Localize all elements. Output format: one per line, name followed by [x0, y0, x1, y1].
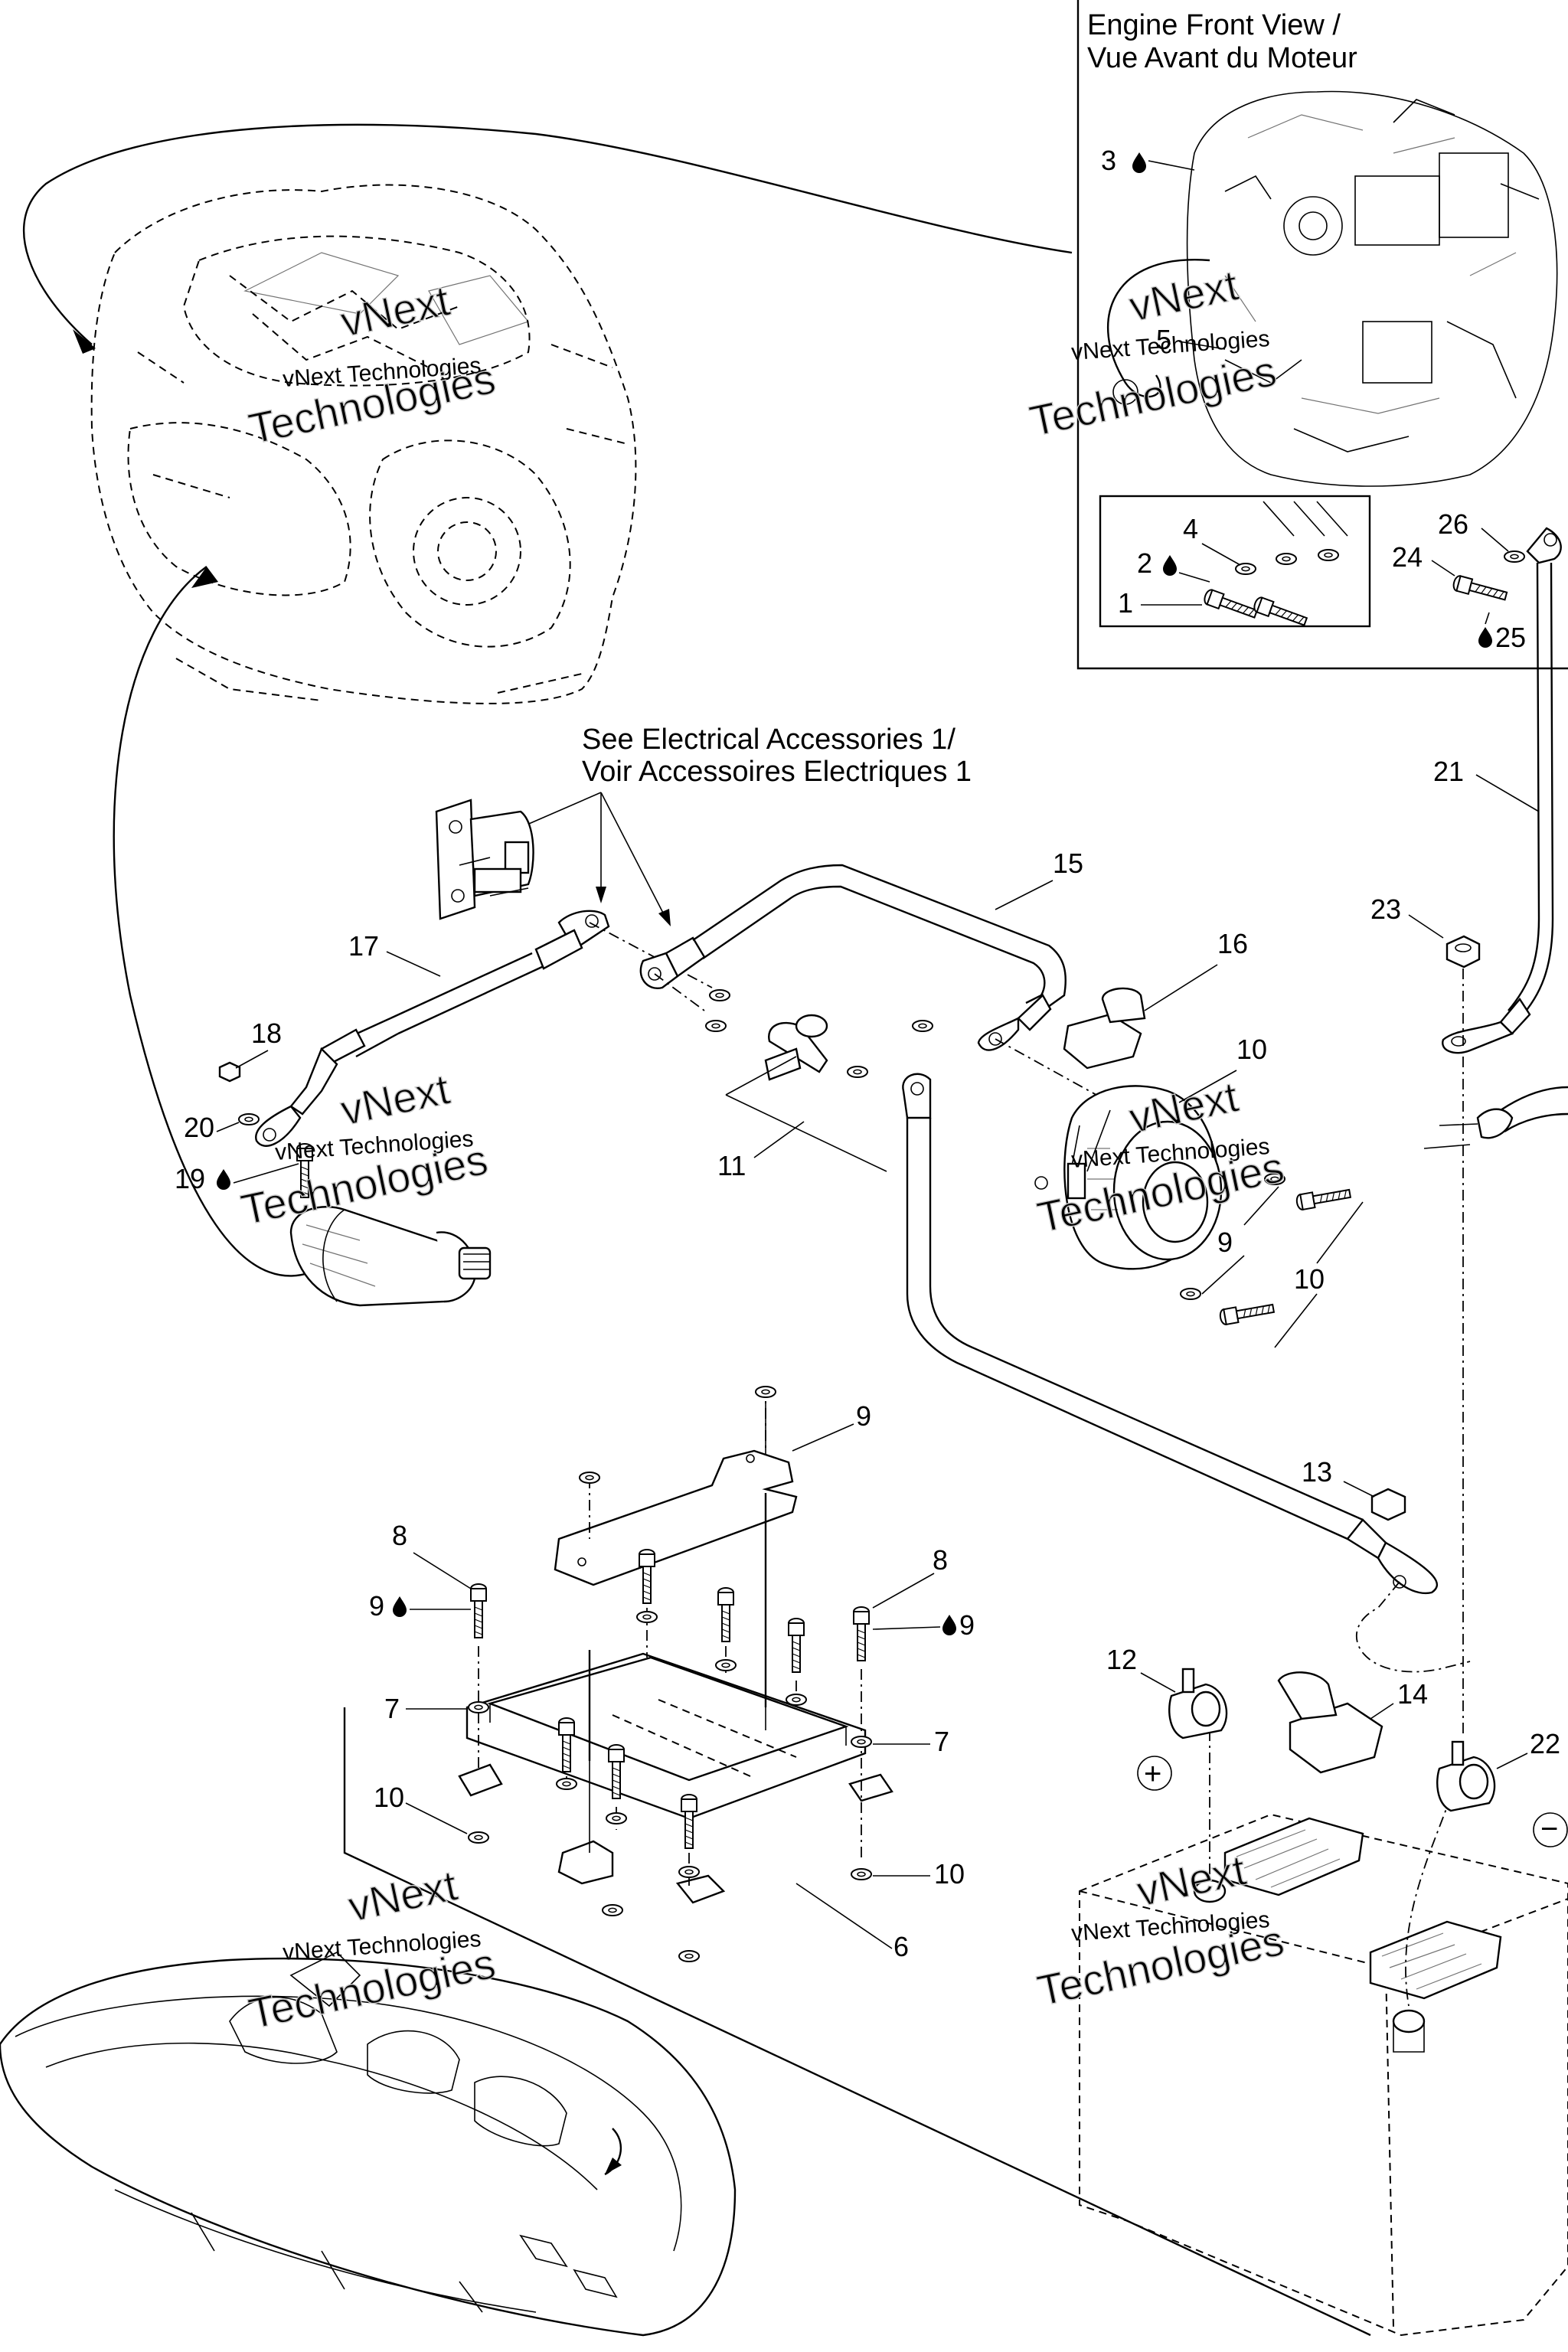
callout-5: 5: [1156, 324, 1171, 355]
negative-cable-25: 21 23: [1370, 527, 1568, 1738]
inset-title-line1: Engine Front View /: [1087, 9, 1341, 41]
positive-cable-17: 13: [902, 1073, 1439, 1595]
callout-21: 17: [348, 930, 379, 962]
callout-24: 20: [184, 1112, 214, 1143]
callout-19: 15: [1053, 848, 1083, 879]
callout-14: 10: [1294, 1263, 1325, 1295]
watermark-outline-1a: vNext: [336, 276, 454, 345]
terminal-boot-20: 16: [1063, 928, 1248, 1070]
callout-13: 10: [1236, 1034, 1267, 1065]
battery-tray-6: 6: [458, 1401, 909, 1962]
callout-9b: 9: [959, 1609, 975, 1641]
callout-26: 22: [1530, 1728, 1560, 1759]
note-line1: See Electrical Accessories 1/: [582, 724, 956, 756]
boat-reference-line: [343, 1707, 1371, 2337]
callout-23: 19: [175, 1163, 205, 1194]
callout-18: 14: [1397, 1678, 1428, 1710]
watermark-outline-5a: vNext: [344, 1860, 462, 1930]
callout-7b: 7: [934, 1726, 949, 1757]
watermark-outline-2: Technologies: [1025, 346, 1280, 446]
callout-29: 25: [1495, 622, 1526, 653]
note-line2: Voir Accessoires Electriques 1: [582, 756, 972, 788]
callout-9a: 9: [369, 1590, 384, 1622]
watermark-outline-6a: vNext: [1132, 1845, 1250, 1915]
callout-11: 9: [856, 1400, 871, 1432]
starter-reference-curve: [113, 566, 330, 1277]
terminal-boot-18: 14: [1277, 1671, 1428, 1774]
ring-terminal-15: 11: [717, 1014, 887, 1181]
callout-4: 4: [1183, 513, 1198, 544]
callout-8b: 8: [933, 1544, 948, 1576]
callout-15: 11: [717, 1150, 746, 1181]
tray-bolts: [468, 1493, 872, 1962]
callout-10a: 10: [374, 1782, 404, 1813]
starter-hardware: 18 20 19: [175, 1018, 313, 1198]
bracket-11: 9: [554, 1400, 871, 1586]
callout-30: 26: [1438, 508, 1468, 540]
negative-terminal-sign: −: [1540, 1812, 1558, 1846]
engine-front-view-inset: Engine Front View / Vue Avant du Moteur …: [1076, 0, 1568, 670]
watermark-outline-4a: vNext: [1125, 1072, 1243, 1142]
engine-illustration: [90, 184, 637, 704]
callout-20: 16: [1217, 928, 1248, 959]
solenoid: [435, 799, 534, 920]
terminal-clamp-16: 12: [1106, 1644, 1228, 1740]
battery: + −: [1079, 1756, 1568, 2337]
breaker-hardware: 9 10: [1180, 1173, 1364, 1348]
watermark: vNext Technologies Technologies vNext vN…: [237, 260, 1289, 2039]
cable-21: 17: [255, 910, 610, 1147]
cable-19: 15: [639, 848, 1083, 1051]
inset-title-line2: Vue Avant du Moteur: [1087, 42, 1357, 74]
mounting-detail-box: [1099, 495, 1371, 628]
callout-8a: 8: [392, 1520, 407, 1551]
callout-28: 24: [1392, 541, 1423, 573]
callout-27: 23: [1370, 893, 1401, 925]
callout-3: 3: [1101, 145, 1116, 176]
callout-7a: 7: [384, 1693, 400, 1724]
positive-terminal-sign: +: [1144, 1757, 1161, 1791]
starter-motor: [289, 1206, 492, 1307]
engine-reference-curve: [23, 123, 1073, 345]
boat-illustration: [0, 1952, 737, 2337]
callout-12: 9: [1217, 1227, 1233, 1258]
callout-10b: 10: [934, 1858, 965, 1890]
terminal-clamp-26: 22: [1436, 1728, 1560, 1812]
callout-6: 6: [893, 1931, 909, 1962]
callout-2: 2: [1137, 547, 1152, 579]
callout-1: 1: [1118, 587, 1133, 619]
callout-17: 13: [1302, 1456, 1332, 1488]
callout-16: 12: [1106, 1644, 1137, 1675]
circuit-breaker-13: 10: [1034, 1034, 1267, 1270]
callout-22: 18: [251, 1018, 282, 1049]
watermark-outline-3a: vNext: [336, 1064, 454, 1134]
callout-25: 21: [1433, 756, 1464, 787]
